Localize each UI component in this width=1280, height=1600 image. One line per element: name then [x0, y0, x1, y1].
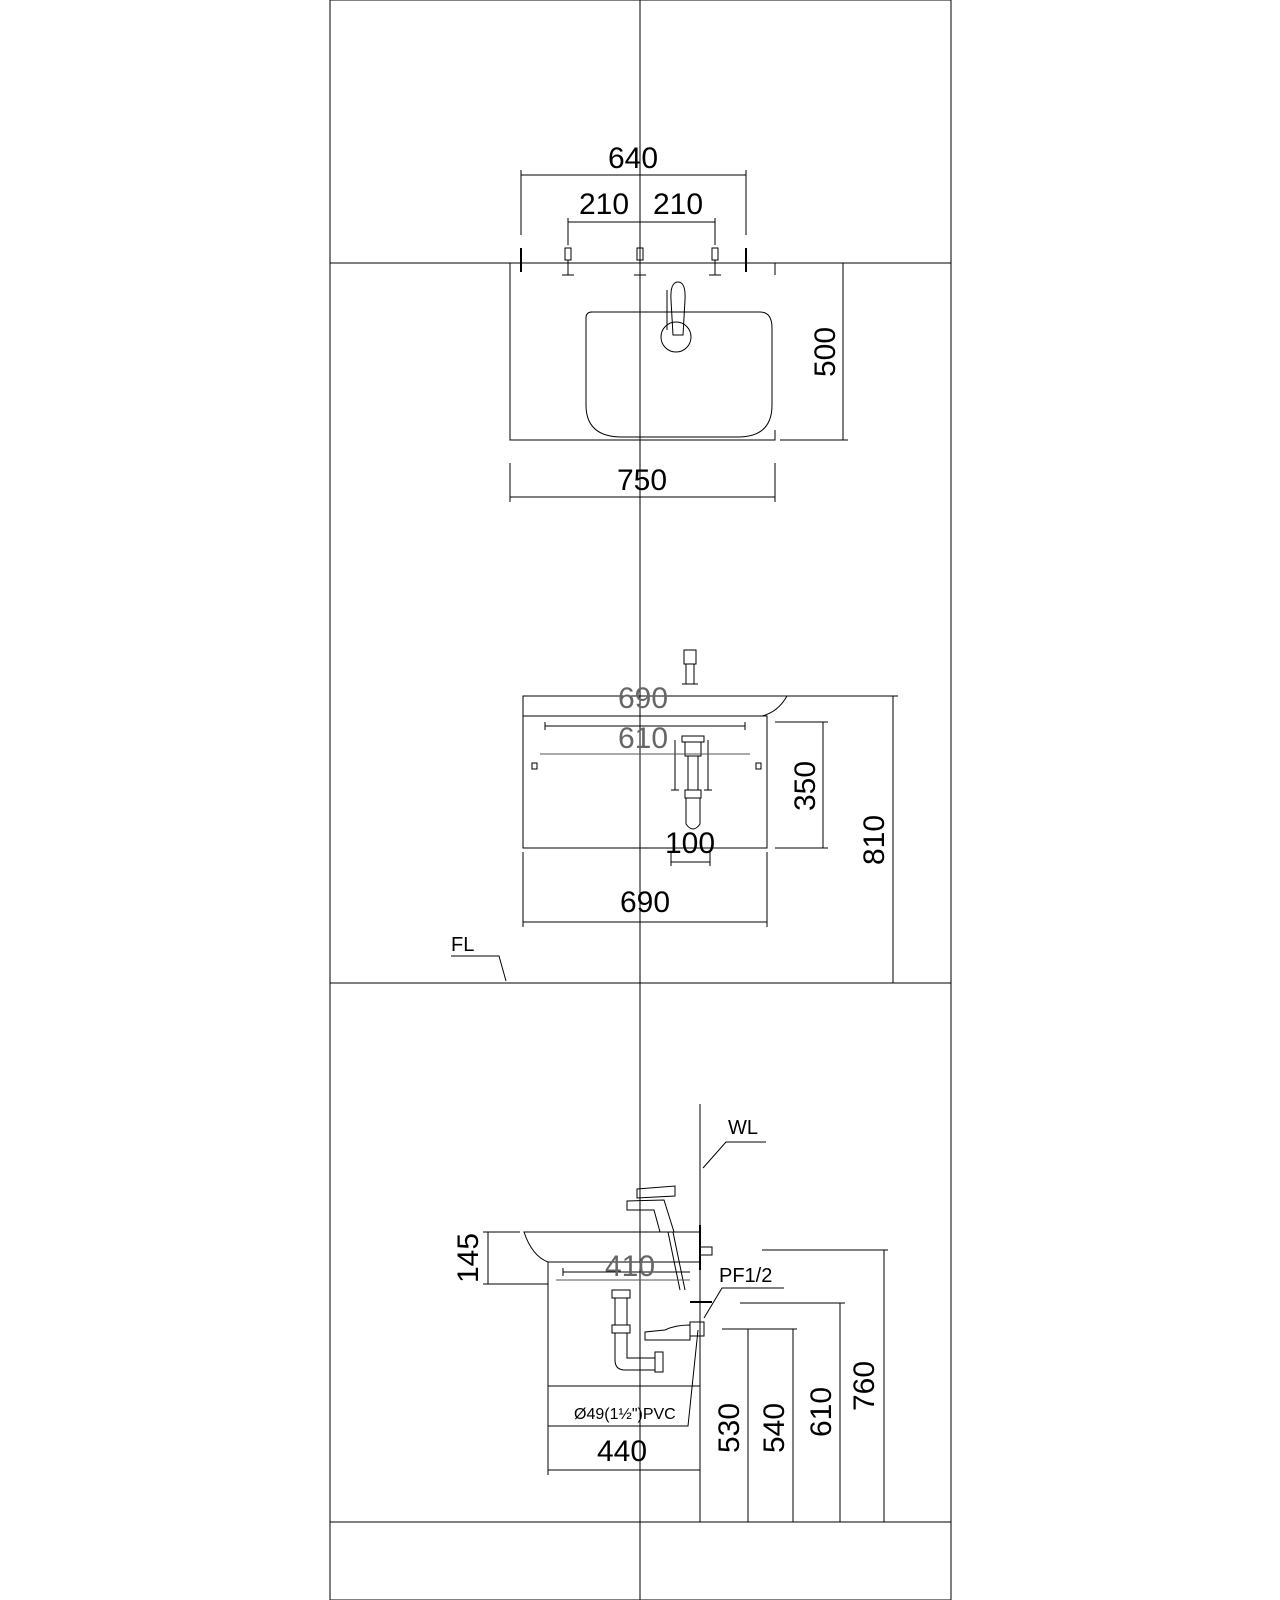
top-view: 640 210 210 500 750 — [509, 142, 848, 502]
side-view: WL 145 410 PF1/2 Ø — [452, 1104, 888, 1522]
drain-pipe-label: Ø49(1½")PVC — [574, 1406, 676, 1423]
floor-level-label: FL — [451, 934, 474, 956]
dim-height-610: 610 — [805, 1387, 838, 1437]
dim-height-760: 760 — [848, 1361, 881, 1411]
dim-total-height: 810 — [858, 815, 891, 865]
dim-inner-width: 610 — [618, 722, 668, 755]
dim-drain-offset: 100 — [665, 827, 715, 860]
front-view: 690 610 350 100 810 690 FL — [451, 649, 898, 983]
dim-bottom-width: 690 — [620, 886, 670, 919]
dim-depth: 440 — [597, 1435, 647, 1468]
dim-cabinet-height: 350 — [789, 761, 822, 811]
dim-overall-width: 640 — [608, 142, 658, 175]
dim-counter-width: 750 — [617, 464, 667, 497]
supply-fitting-label: PF1/2 — [719, 1265, 772, 1287]
dim-height-530: 530 — [713, 1403, 746, 1453]
dim-top-width: 690 — [618, 682, 668, 715]
drawing-frame — [329, 0, 952, 1600]
dim-depth: 500 — [809, 327, 842, 377]
dim-inner-depth: 410 — [605, 1250, 655, 1283]
wall-level-label: WL — [728, 1117, 758, 1139]
dim-left-offset: 210 — [579, 188, 629, 221]
dim-right-offset: 210 — [653, 188, 703, 221]
dim-basin-height: 145 — [452, 1233, 485, 1283]
dim-height-540: 540 — [758, 1403, 791, 1453]
